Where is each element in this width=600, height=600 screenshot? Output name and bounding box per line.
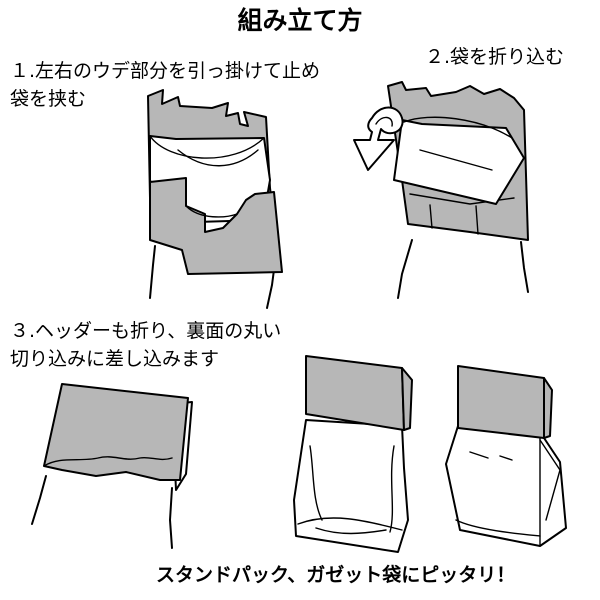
gusset-bag-header-side	[544, 378, 552, 438]
stand-pack-header	[306, 356, 404, 430]
stand-pack-body	[294, 420, 408, 552]
step2-bag-right-edge	[521, 242, 528, 292]
result-stand-pack	[294, 356, 412, 552]
gusset-bag-header	[458, 366, 544, 438]
result-gusset-bag	[446, 366, 566, 546]
step2-illustration	[354, 82, 528, 298]
gusset-bag-body	[446, 426, 566, 546]
stand-pack-header-side	[402, 368, 412, 430]
step3-bag-left-edge	[32, 476, 46, 524]
step3-folded-header	[44, 384, 188, 480]
step1-illustration	[148, 90, 282, 308]
step3-illustration	[32, 384, 192, 548]
step2-bag-left-edge	[398, 240, 412, 298]
step1-bag-left-edge	[150, 246, 155, 298]
step3-bag-right-edge	[170, 488, 172, 548]
